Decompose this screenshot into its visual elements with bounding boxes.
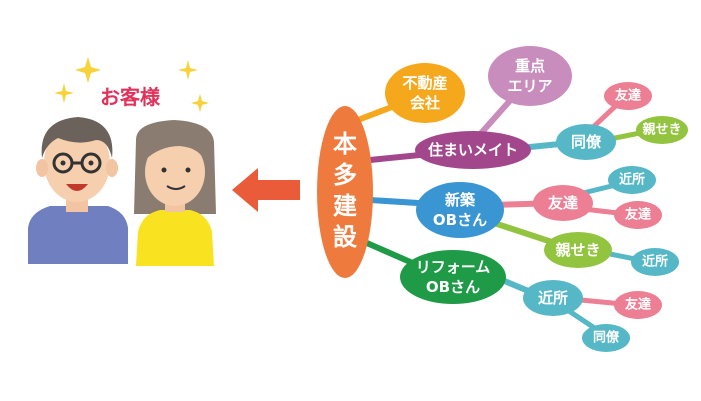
- center-char-1: 本: [333, 130, 357, 158]
- node-fudosan-bubble: [385, 63, 465, 123]
- node-shin-tomo-tomo-label: 友達: [625, 207, 651, 223]
- customer-woman-illustration: [134, 120, 216, 266]
- node-ref-kin-dory-bubble: [582, 324, 630, 352]
- node-shin-tomo-bubble: [533, 185, 593, 221]
- node-ref-kin-label: 近所: [538, 289, 568, 307]
- center-char-3: 建: [333, 192, 357, 220]
- customers-label: お客様: [100, 85, 161, 109]
- node-shin-shin-bubble: [544, 232, 612, 268]
- center-char-2: 多: [333, 161, 357, 189]
- node-ref-kin-dory-label: 同僚: [593, 330, 620, 346]
- node-reform-bubble: [400, 250, 506, 304]
- node-fudosan-line2: 会社: [410, 94, 440, 112]
- node-juten-line2: エリア: [507, 77, 552, 95]
- node-sumai-label: 住まいメイト: [428, 141, 518, 159]
- node-sumai-shin-label: 親せき: [642, 122, 681, 138]
- sparkle-icon: [191, 94, 209, 112]
- sparkle-icon: [178, 60, 198, 80]
- node-fudosan-line1: 不動産: [402, 74, 447, 92]
- sparkle-icon: [75, 57, 101, 83]
- node-shin-shin-label: 親せき: [555, 241, 600, 259]
- center-char-4: 設: [333, 223, 358, 251]
- customer-man-illustration: [28, 117, 128, 264]
- node-sumai-bubble: [415, 131, 531, 169]
- arrow-left-icon: [232, 168, 300, 212]
- node-ref-kin-tomo-bubble: [614, 291, 662, 319]
- node-shin-tomo-kin-label: 近所: [619, 172, 645, 188]
- node-juten-bubble: [488, 46, 572, 106]
- node-shin-tomo-kin-bubble: [608, 166, 656, 194]
- node-sumai-shin-bubble: [636, 116, 688, 144]
- node-sumai-dory-bubble: [556, 124, 616, 160]
- center-node-label: 本 多 建 設: [333, 130, 358, 251]
- node-shin-shin-kin-bubble: [631, 248, 679, 276]
- node-juten-line1: 重点: [515, 57, 545, 75]
- sparkle-icon: [54, 83, 74, 103]
- node-sumai-tomo-label: 友達: [615, 88, 641, 104]
- node-reform-line2: OBさん: [426, 278, 480, 296]
- node-shinchiku-line1: 新築: [445, 191, 476, 209]
- node-shin-shin-kin-label: 近所: [642, 254, 668, 270]
- node-sumai-tomo-bubble: [604, 82, 652, 110]
- center-node-bubble: [317, 106, 373, 278]
- node-shin-tomo-tomo-bubble: [614, 201, 662, 229]
- node-ref-kin-bubble: [523, 280, 583, 316]
- node-sumai-dory-label: 同僚: [571, 133, 602, 151]
- node-shin-tomo-label: 友達: [548, 194, 578, 212]
- sparkle-icons: [54, 57, 209, 112]
- node-shinchiku-bubble: [416, 182, 504, 238]
- node-reform-line1: リフォーム: [416, 258, 491, 276]
- node-ref-kin-tomo-label: 友達: [625, 297, 651, 313]
- node-shinchiku-line2: OBさん: [433, 211, 487, 229]
